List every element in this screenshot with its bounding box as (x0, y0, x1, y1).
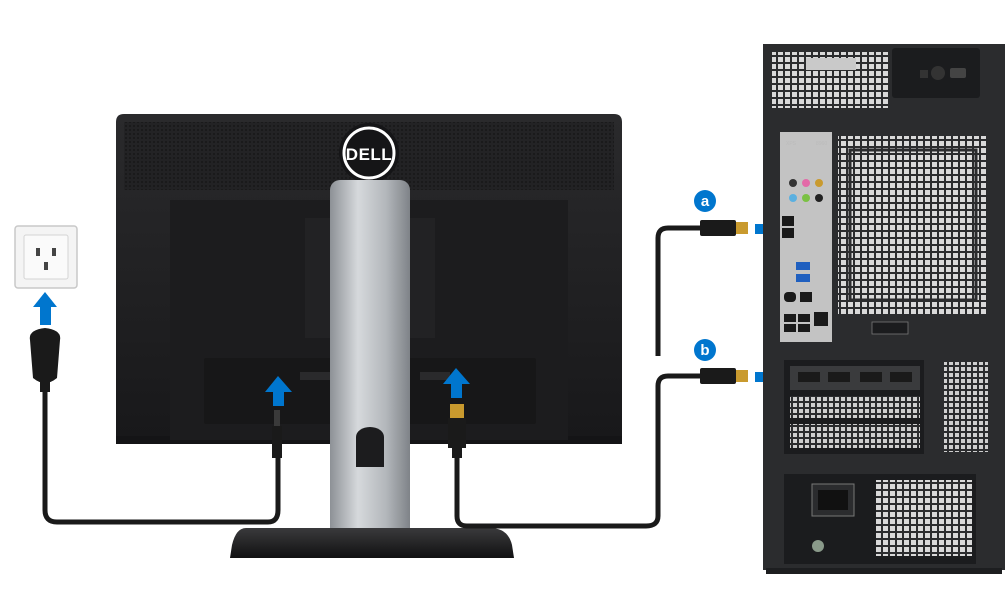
power-cable (42, 390, 281, 525)
display-port-a (782, 216, 794, 226)
hdmi-connector-b (700, 368, 748, 384)
monitor-power-connector (272, 410, 282, 458)
hdmi-cable-a (655, 225, 706, 356)
step-label-b: b (700, 342, 709, 359)
power-socket (811, 483, 855, 517)
gpu-hdmi-port (798, 372, 820, 382)
arrow-up-icon (265, 376, 292, 406)
tower-model-code: 8960 (816, 141, 827, 147)
step-badge-b: b (694, 339, 716, 361)
arrow-up-icon (443, 368, 470, 398)
dell-logo-text: DELL (346, 145, 392, 164)
hdmi-connector-a (700, 220, 748, 236)
step-badge-a: a (694, 190, 716, 212)
step-label-a: a (701, 193, 710, 210)
wall-outlet (14, 225, 78, 289)
monitor-hdmi-connector (448, 404, 466, 458)
psu-test-button (812, 540, 824, 552)
monitor-stand (230, 180, 514, 558)
security-lock (892, 48, 980, 98)
arrow-up-icon (33, 292, 57, 325)
hdmi-cable-b (454, 373, 706, 529)
dell-logo: DELL (339, 123, 399, 183)
tower-model-label: XPS (786, 141, 797, 147)
desktop-tower: XPS 8960 (763, 44, 1005, 574)
power-plug (29, 328, 61, 392)
